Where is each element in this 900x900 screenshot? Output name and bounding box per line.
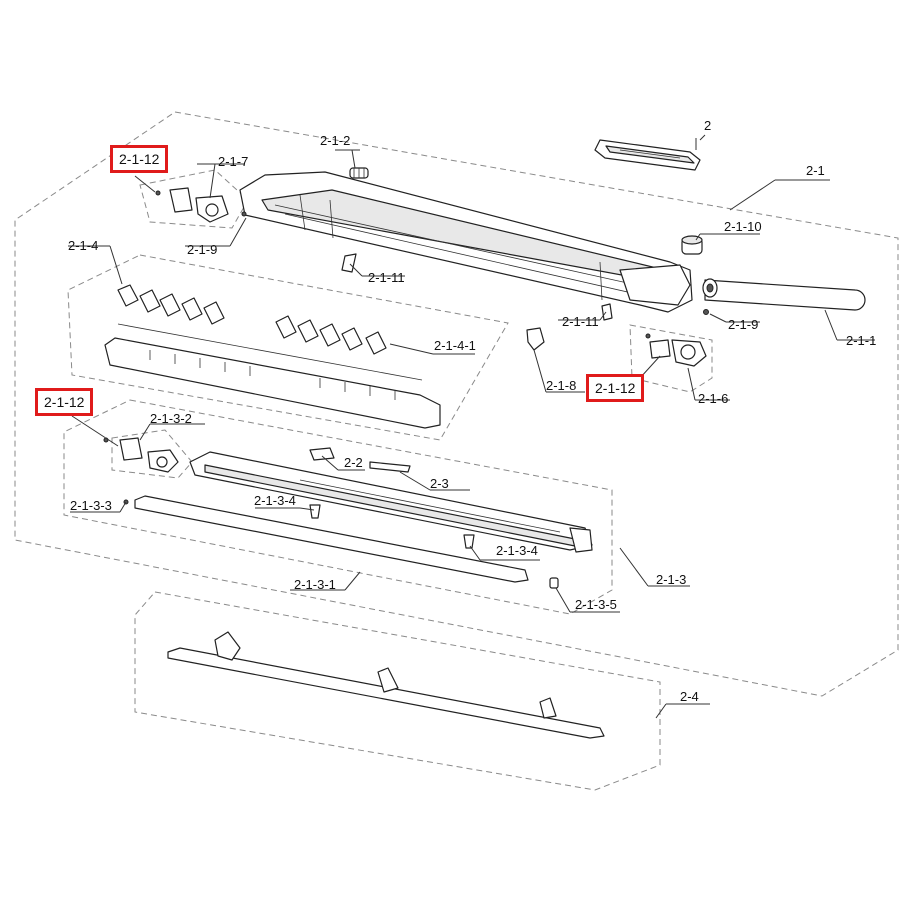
callout-2-1-11-right: 2-1-11 xyxy=(562,314,599,329)
vane-blades-left xyxy=(117,284,225,325)
group-boundary-2-1-4 xyxy=(67,254,509,441)
callout-2-4: 2-4 xyxy=(680,689,699,704)
motor-assembly-right-2-1-6 xyxy=(645,333,707,367)
callout-2-1-3-1: 2-1-3-1 xyxy=(294,577,336,592)
callout-2-3: 2-3 xyxy=(430,476,449,491)
callout-2-1-10: 2-1-10 xyxy=(724,219,762,234)
group-boundary-2-4 xyxy=(134,591,661,791)
callout-2-1: 2-1 xyxy=(806,163,825,178)
callout-2-1-12-right-highlighted: 2-1-12 xyxy=(586,374,645,402)
vane-link-rod-2-1-4-1 xyxy=(104,323,441,429)
callout-2-1-6: 2-1-6 xyxy=(698,391,729,406)
callout-2-1-11-top: 2-1-11 xyxy=(368,270,405,285)
callout-2-1-9-left: 2-1-9 xyxy=(187,242,218,257)
bottom-frame-part xyxy=(189,447,593,553)
callout-2-1-4: 2-1-4 xyxy=(68,238,99,253)
callout-2-1-12-left-highlighted: 2-1-12 xyxy=(35,388,94,416)
motor-part-2-1-7 xyxy=(195,195,247,223)
drain-tube-part xyxy=(702,278,866,311)
group-boundary-2-1-6 xyxy=(629,324,713,393)
motor-part-left-2-1-12 xyxy=(155,187,193,213)
group-boundary-2-1-12-left xyxy=(139,169,249,229)
clip-part-2-1-8 xyxy=(526,327,545,351)
cap-part-2-1-3-5 xyxy=(549,577,559,589)
callout-2-1-4-1: 2-1-4-1 xyxy=(434,338,476,353)
step-motor-part-2-1-10 xyxy=(681,235,703,255)
callout-2-1-2: 2-1-2 xyxy=(320,133,351,148)
leader-lines xyxy=(68,134,875,719)
display-panel-part xyxy=(594,139,701,171)
group-boundary-2-1-3-2 xyxy=(111,429,193,479)
callout-2-2: 2-2 xyxy=(344,455,363,470)
discharge-panel-part-2-4 xyxy=(167,631,605,739)
guide-rail-part-2-1-3-1 xyxy=(134,495,529,583)
motor-part-2-1-3-2 xyxy=(103,437,179,505)
callout-2-1-8: 2-1-8 xyxy=(546,378,577,393)
callout-2-1-3-4-right: 2-1-3-4 xyxy=(496,543,538,558)
callout-2-1-3-5: 2-1-3-5 xyxy=(575,597,617,612)
vane-blades-right xyxy=(275,315,387,355)
callout-2: 2 xyxy=(704,118,712,133)
group-boundary-2-1 xyxy=(14,111,899,697)
group-boundary-2-1-3 xyxy=(63,399,613,615)
callout-2-1-3-2: 2-1-3-2 xyxy=(150,411,192,426)
callout-2-1-7: 2-1-7 xyxy=(218,154,249,169)
callout-2-1-3: 2-1-3 xyxy=(656,572,687,587)
callout-2-1-3-4-left: 2-1-3-4 xyxy=(254,493,296,508)
main-chassis-part xyxy=(239,171,693,313)
callout-2-1-9-right: 2-1-9 xyxy=(728,317,759,332)
screw-part-2-1-2 xyxy=(349,167,369,179)
callout-2-1-12-top-left-highlighted: 2-1-12 xyxy=(110,145,169,173)
bracket-part-2-1-11-top xyxy=(341,253,357,273)
bracket-part-2-1-11-right xyxy=(601,303,709,321)
callout-2-1-3-3: 2-1-3-3 xyxy=(70,498,112,513)
callout-2-1-1: 2-1-1 xyxy=(846,333,877,348)
screw-part-2-1-3-4 xyxy=(309,504,475,549)
